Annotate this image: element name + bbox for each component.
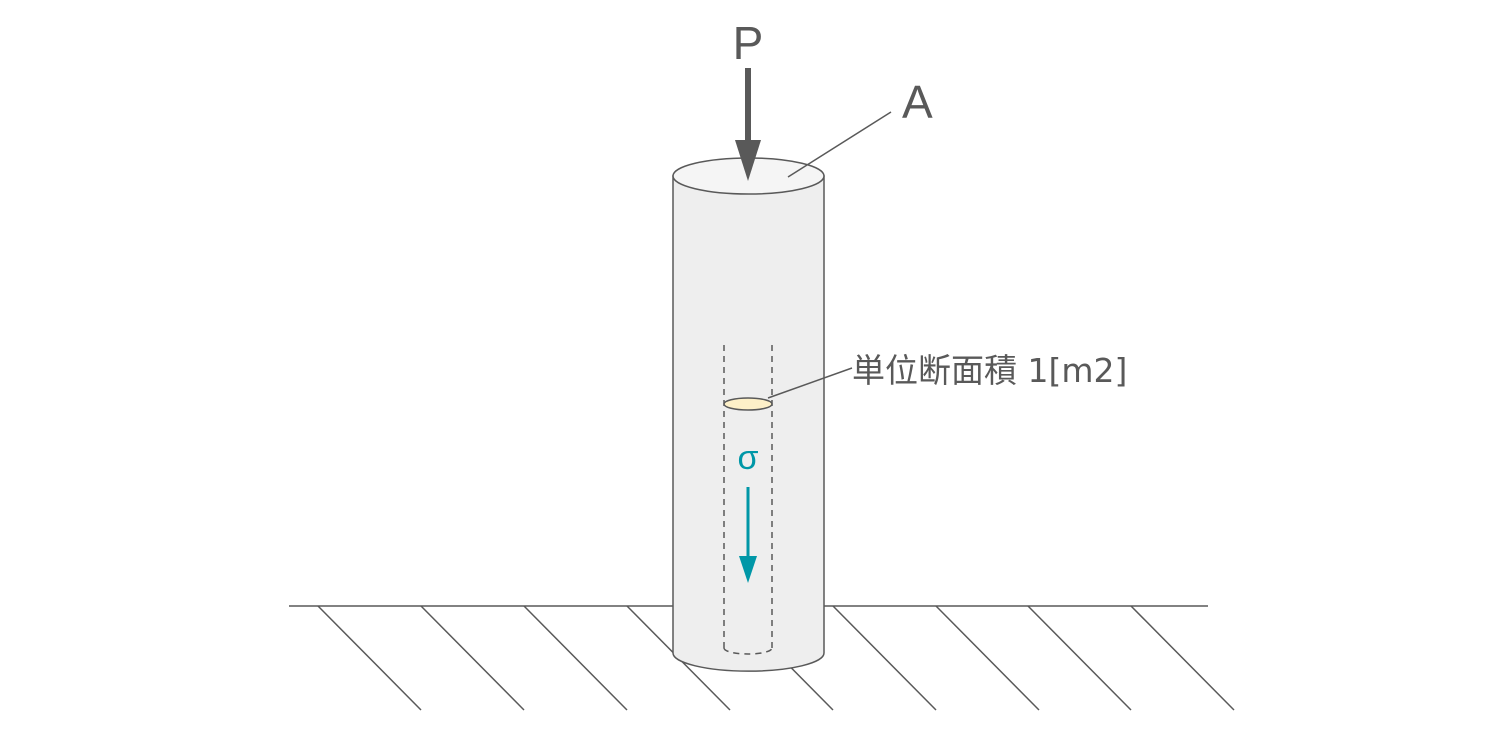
force-arrow-icon <box>735 68 761 181</box>
area-leader <box>787 111 892 178</box>
unit-area-label: 単位断面積 1[m2] <box>852 351 1127 390</box>
force-label: P <box>733 17 764 69</box>
unit-area-leader <box>767 367 853 399</box>
stress-label: σ <box>738 439 759 477</box>
stress-arrow-icon <box>739 487 757 583</box>
column <box>672 157 825 672</box>
area-label: A <box>902 76 933 128</box>
unit-area-prism <box>723 345 773 655</box>
unit-area-ellipse <box>723 397 773 411</box>
